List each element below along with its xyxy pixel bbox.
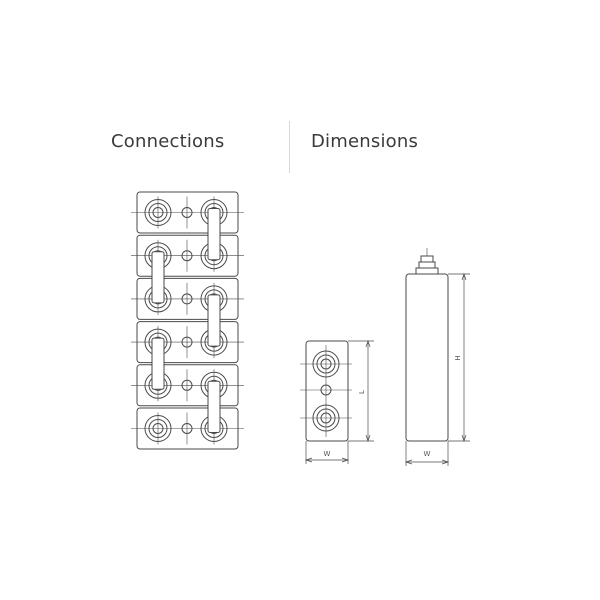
width-label-top: W xyxy=(324,450,331,458)
length-dimension xyxy=(348,339,374,443)
terminal-post xyxy=(415,248,439,275)
series-link xyxy=(207,208,221,261)
width-dimension-side xyxy=(404,441,450,466)
series-link xyxy=(207,380,221,433)
length-label: L xyxy=(358,390,366,394)
connections-heading: Connections xyxy=(111,131,225,152)
width-label-side: W xyxy=(424,450,431,458)
height-dimension xyxy=(448,272,470,443)
series-link xyxy=(207,294,221,347)
section-divider xyxy=(289,121,290,173)
series-link xyxy=(151,337,165,390)
cell-top-outline xyxy=(305,340,349,442)
cell-side-view xyxy=(404,248,470,466)
dimensions-heading: Dimensions xyxy=(311,131,419,152)
connections-diagram xyxy=(131,191,244,450)
series-link xyxy=(151,251,165,304)
height-label: H xyxy=(454,355,462,360)
width-dimension-top xyxy=(304,441,350,464)
cell-side-body xyxy=(405,273,449,442)
cell-top-view xyxy=(300,339,374,464)
